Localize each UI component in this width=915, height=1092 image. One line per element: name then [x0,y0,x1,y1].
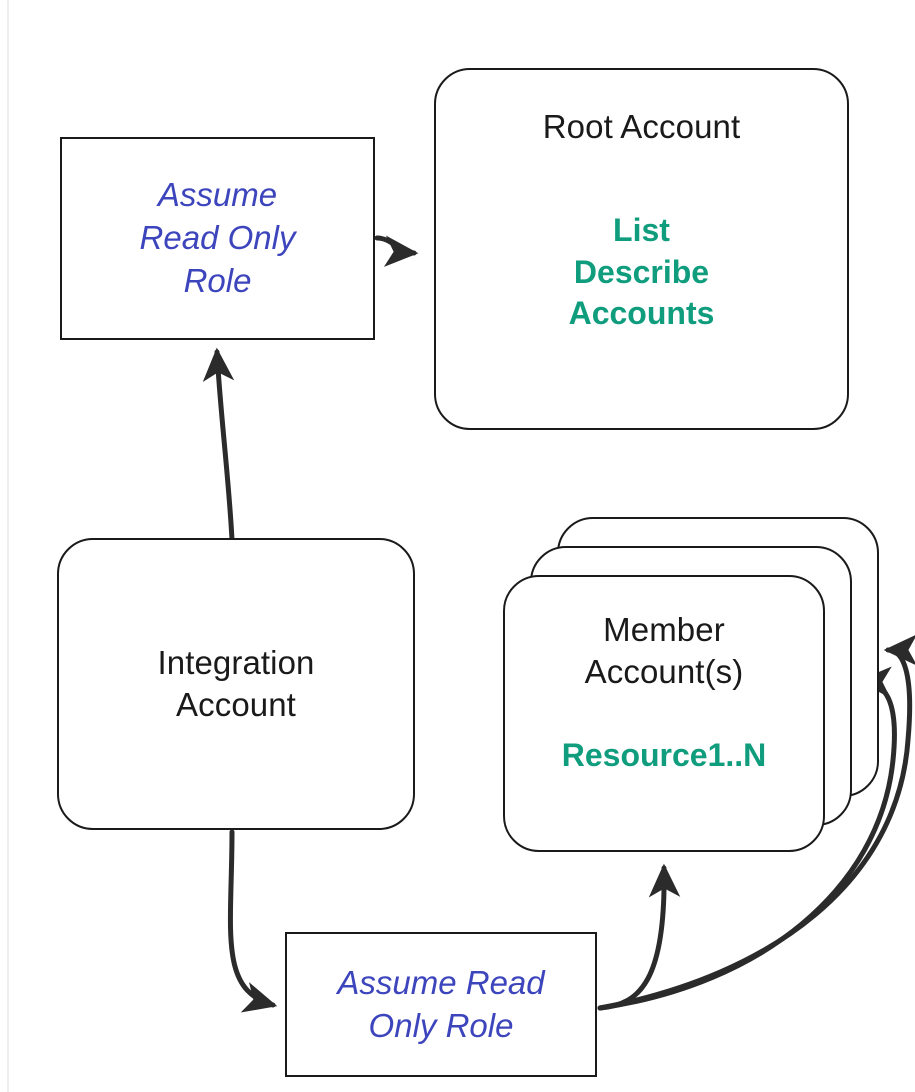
assume-role-bottom-line-1: Assume Read [337,963,545,1001]
node-assume-read-only-role-bottom[interactable]: Assume Read Only Role [285,932,597,1077]
root-account-action-line-3: Accounts [568,295,715,332]
edge-assume-bottom-to-member-front [597,863,681,1011]
root-account-action-line-2: Describe [573,253,710,290]
root-account-title: Root Account [542,108,741,145]
member-account-resource-label: Resource1..N [561,737,767,774]
node-integration-account[interactable]: Integration Account [57,538,415,830]
edge-integration-to-assume-bottom [227,829,278,1013]
assume-role-top-line-1: Assume [157,176,278,214]
root-account-action-line-1: List [613,212,670,249]
node-assume-read-only-role-top[interactable]: Assume Read Only Role [60,137,375,340]
node-root-account[interactable]: Root Account List Describe Accounts [434,68,849,430]
integration-account-line-2: Account [176,686,296,723]
integration-account-line-1: Integration [157,643,315,681]
assume-role-top-line-2: Read Only [139,219,296,257]
assume-role-bottom-line-2: Only Role [368,1006,514,1044]
member-account-title-line-1: Member [603,611,725,648]
edge-integration-to-assume-top [202,347,235,543]
node-member-accounts[interactable]: Member Account(s) Resource1..N [503,575,825,852]
assume-role-top-line-3: Role [183,261,252,299]
edge-assume-top-to-root [374,235,419,267]
member-account-title-line-2: Account(s) [584,653,744,691]
